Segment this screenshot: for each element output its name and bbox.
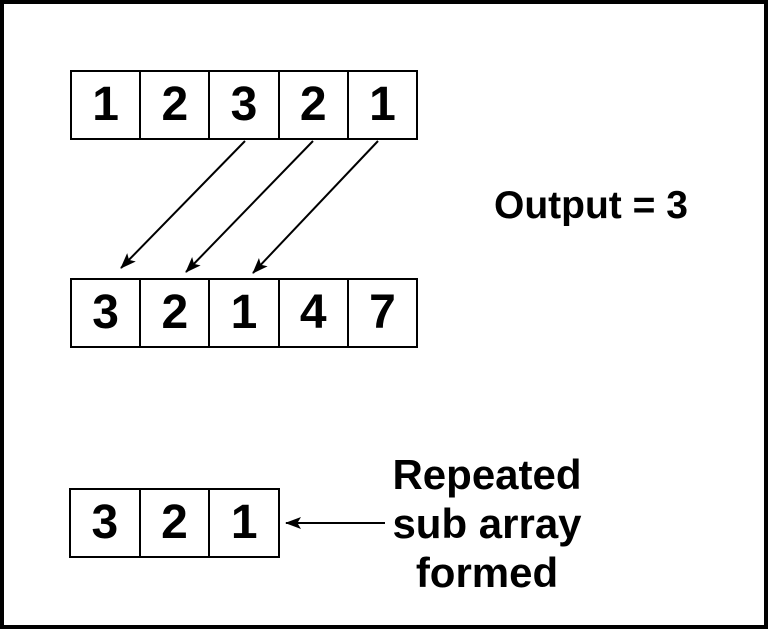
top-array-cell-3: 3 [210, 72, 280, 138]
top-array-cell-5: 1 [369, 78, 396, 131]
second-array-cell-5: 7 [369, 286, 396, 339]
result-array-cell-2: 2 [141, 490, 211, 556]
mapping-arrow-2 [185, 140, 314, 273]
top-array-cell-2: 2 [141, 72, 211, 138]
top-array: 1 2 3 2 1 [70, 70, 418, 140]
annotation-line-2: sub array [392, 500, 582, 547]
second-array-cell-4: 4 [280, 280, 349, 346]
result-array-cell-1: 3 [71, 490, 141, 556]
second-array-cell-3: 1 [210, 280, 280, 346]
second-array-cell-2: 2 [141, 280, 211, 346]
annotation-line-3: formed [415, 549, 559, 596]
top-array-cell-4: 2 [280, 72, 349, 138]
output-label: Output = 3 [494, 184, 688, 227]
mapping-arrow-1 [120, 140, 246, 269]
annotation-line-1: Repeated [392, 451, 582, 498]
second-array: 3 2 1 4 7 [70, 278, 418, 348]
result-array: 3 2 1 [69, 488, 280, 558]
mapping-arrow-3 [252, 140, 379, 274]
second-array-cell-1: 3 [72, 280, 142, 346]
top-array-cell-1: 1 [72, 72, 142, 138]
annotation-text: Repeated sub array formed [347, 450, 627, 597]
result-array-cell-3: 1 [230, 496, 258, 549]
